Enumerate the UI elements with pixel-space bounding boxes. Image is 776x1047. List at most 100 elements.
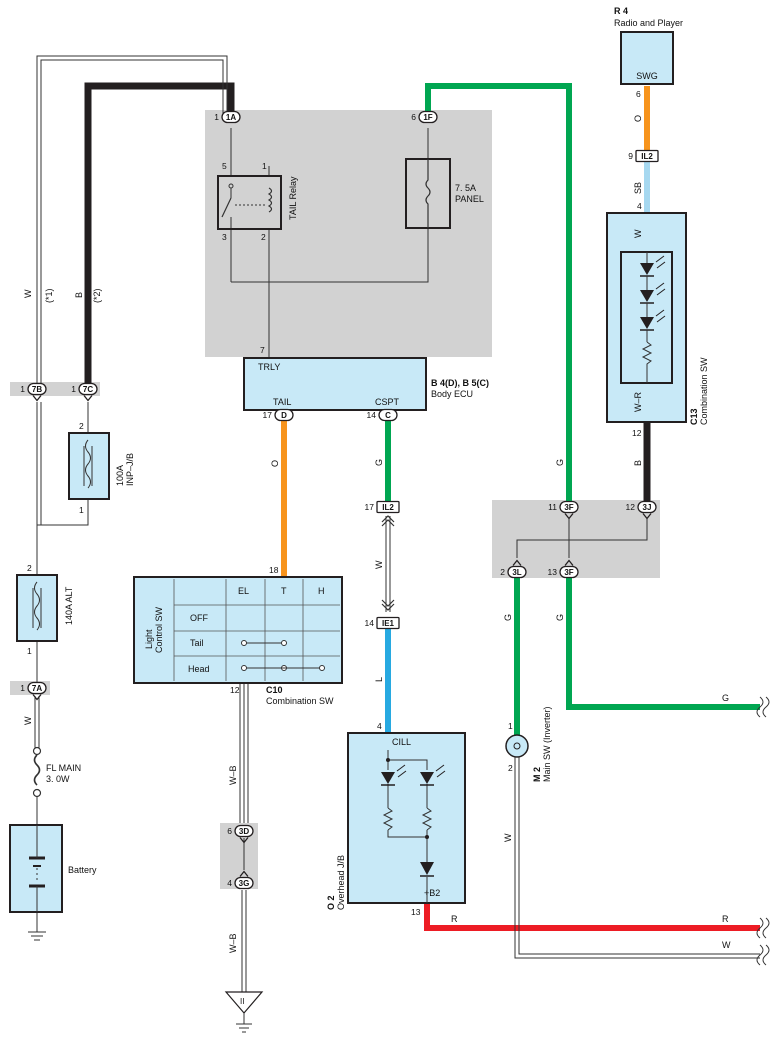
overhead-junction-dot bbox=[425, 835, 429, 839]
wire-label-r-o2: R bbox=[451, 914, 458, 924]
connector-label: 7C bbox=[83, 385, 93, 394]
relay-coil-icon bbox=[267, 187, 273, 213]
wire-green-right bbox=[566, 577, 760, 710]
connector-arrow-icon bbox=[512, 559, 522, 566]
main-sw-pin-top: 1 bbox=[508, 721, 513, 731]
wire-label-w-mid: W bbox=[374, 560, 384, 569]
connector-label: C bbox=[385, 411, 391, 420]
connector-pin: 14 bbox=[365, 618, 375, 628]
connector-c7b: 7B1 bbox=[20, 382, 47, 402]
wire-label-b: B bbox=[74, 292, 84, 298]
inp-jb-pin-top: 2 bbox=[79, 421, 84, 431]
connector-il2_top: IL2 9 bbox=[628, 149, 659, 163]
alt-fuse-icon bbox=[32, 581, 42, 631]
light-control-row-off: OFF bbox=[190, 613, 208, 623]
connector-label: 7B bbox=[32, 385, 42, 394]
connector-arrow-icon bbox=[564, 513, 574, 520]
wire-label-b-c13: B bbox=[633, 460, 643, 466]
main-sw-pin-bottom: 2 bbox=[508, 763, 513, 773]
light-control-table bbox=[173, 579, 340, 681]
radio-terminal: SWG bbox=[636, 71, 658, 81]
connector-pin: 13 bbox=[548, 567, 558, 577]
tail-relay-label: TAIL Relay bbox=[288, 176, 298, 220]
overhead-jb-name: Overhead J/B bbox=[336, 855, 346, 910]
wire-green-top bbox=[425, 83, 572, 505]
wire-main-sw-w bbox=[514, 757, 760, 959]
wire-label-w-alt: W bbox=[23, 716, 33, 725]
body-ecu-trly: TRLY bbox=[258, 362, 280, 372]
overhead-resistor-icon-2 bbox=[421, 807, 433, 831]
battery-label: Battery bbox=[68, 865, 97, 875]
battery-box bbox=[9, 824, 63, 913]
connector-c7a: 7A1 bbox=[20, 681, 47, 701]
wire-label-g-3f: G bbox=[555, 614, 565, 621]
overhead-jb-wiring bbox=[387, 750, 428, 903]
wire-label-wr: W–R bbox=[633, 392, 643, 413]
connector-label: D bbox=[281, 411, 287, 420]
inp-jb-pin-bottom: 1 bbox=[79, 505, 84, 515]
wire-label-g-right: G bbox=[722, 693, 729, 703]
connector-c1a: 1A 1 bbox=[214, 110, 241, 124]
panel-fuse-icon bbox=[425, 159, 431, 228]
connector-pin: 12 bbox=[626, 502, 636, 512]
connector-pin: 17 bbox=[365, 502, 375, 512]
connector-pin: 1 bbox=[20, 683, 25, 693]
panel-fuse-line2: PANEL bbox=[455, 194, 484, 204]
light-control-name: Combination SW bbox=[266, 696, 334, 706]
connector-c3g: 3G4 bbox=[227, 870, 254, 890]
connector-label: 1F bbox=[423, 113, 432, 122]
inp-jb-line2: INP–J/B bbox=[125, 453, 135, 486]
connector-cc: C14 bbox=[367, 408, 398, 422]
connector-pin: 6 bbox=[411, 112, 416, 122]
connector-c1f: 1F 6 bbox=[411, 110, 438, 124]
wire-label-l: L bbox=[374, 677, 384, 682]
c13-pin-top: 4 bbox=[637, 201, 642, 211]
connector-label: IL2 bbox=[641, 152, 653, 161]
connector-pin: 9 bbox=[628, 151, 633, 161]
light-control-col-t: T bbox=[281, 586, 287, 596]
c13-name: Combination SW bbox=[699, 357, 709, 425]
wire-label-sb: SB bbox=[633, 182, 643, 194]
connector-arrow-icon bbox=[32, 694, 42, 701]
body-ecu-name: Body ECU bbox=[431, 389, 473, 399]
wire-label-w-c13: W bbox=[633, 229, 643, 238]
overhead-led-icon-1 bbox=[381, 764, 407, 786]
c13-pin-bottom: 12 bbox=[632, 428, 642, 438]
tail-relay-pin-3: 3 bbox=[222, 232, 227, 242]
connector-pin: 11 bbox=[548, 502, 557, 512]
relay-switch-dot bbox=[228, 183, 234, 189]
wire-label-wb1: W–B bbox=[228, 765, 238, 785]
connector-label: 1A bbox=[226, 113, 236, 122]
radio-name: Radio and Player bbox=[614, 18, 683, 28]
light-control-row-tail: Tail bbox=[190, 638, 204, 648]
break-mark-icons bbox=[756, 696, 770, 966]
radio-ref: R 4 bbox=[614, 6, 628, 16]
connector-arrow-icon bbox=[239, 837, 249, 844]
relay-switch-blade bbox=[221, 197, 232, 218]
connector-cd: D17 bbox=[263, 408, 294, 422]
wire-label-w: W bbox=[23, 289, 33, 298]
light-control-row-head: Head bbox=[188, 664, 210, 674]
wire-label-w-right: W bbox=[722, 940, 731, 950]
fl-main-line2: 3. 0W bbox=[46, 774, 70, 784]
connector-arrow-icon bbox=[239, 870, 249, 877]
wire-label-o-left: O bbox=[270, 460, 280, 467]
wire-label-o-top: O bbox=[633, 115, 643, 122]
inp-jb-line1: 100A bbox=[115, 465, 125, 486]
alt-fuse-label: 140A ALT bbox=[64, 586, 74, 625]
connector-label: 3D bbox=[239, 827, 249, 836]
wire-inp-bottom bbox=[37, 499, 89, 526]
connector-pin: 1 bbox=[214, 112, 219, 122]
c13-resistor-icon bbox=[641, 341, 653, 383]
wire-3j-join bbox=[516, 519, 648, 558]
body-ecu-tail: TAIL bbox=[273, 397, 291, 407]
wire-label-g-3l: G bbox=[503, 614, 513, 621]
inp-fuse-icon bbox=[83, 439, 93, 489]
light-control-side-2: Control SW bbox=[154, 606, 164, 653]
connector-arrow-icon bbox=[32, 395, 42, 402]
tail-relay-pin-1: 1 bbox=[262, 161, 267, 171]
connector-c3d: 3D6 bbox=[227, 824, 254, 844]
